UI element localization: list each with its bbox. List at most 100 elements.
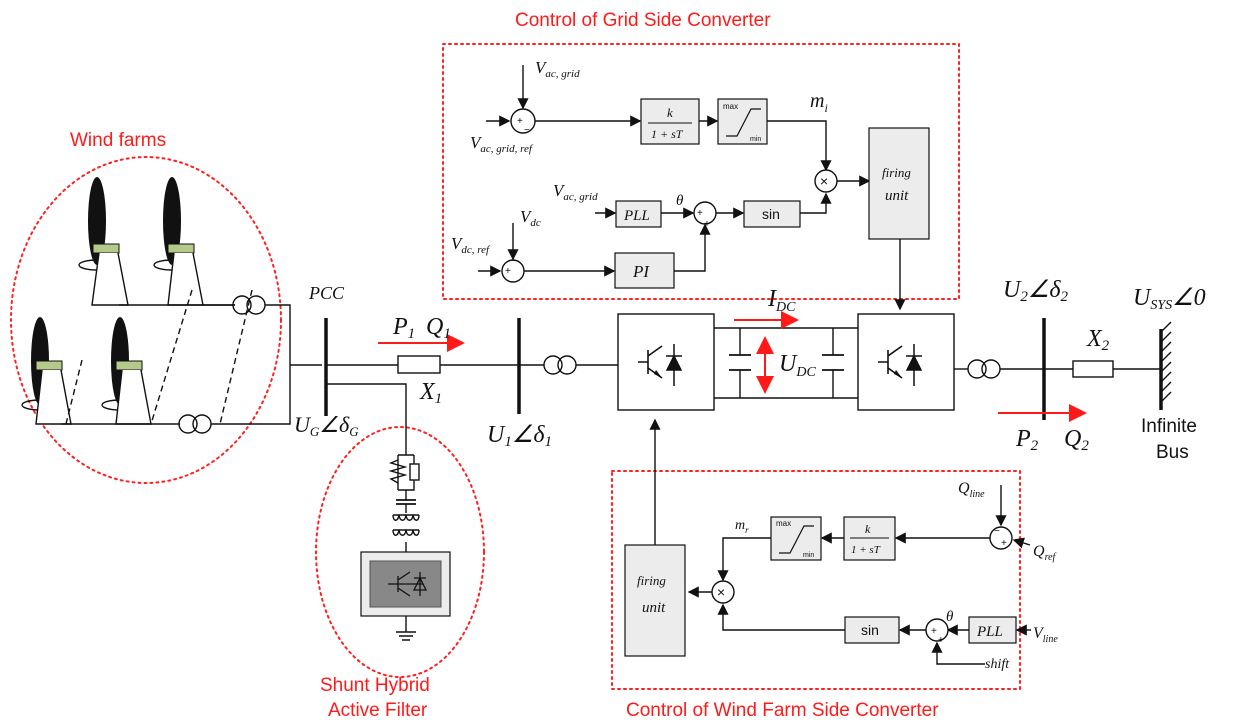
shunt-filter-title-1: Shunt Hybrid xyxy=(320,675,430,696)
multiply-sign-2: × xyxy=(717,584,725,600)
firing-unit-grid xyxy=(868,127,930,240)
q-ref-label: Qref xyxy=(1033,543,1057,563)
wind-turbine-icon xyxy=(78,177,129,306)
pcc-label: PCC xyxy=(308,283,345,303)
ground-icon xyxy=(396,631,416,641)
signal-line xyxy=(717,603,845,631)
theta-label-2: θ xyxy=(946,609,954,625)
v-ac-grid-label-2: Vac, grid xyxy=(553,181,598,203)
q-line-label: Qline xyxy=(958,480,985,500)
sin-block xyxy=(743,200,801,228)
capacitor-icon xyxy=(822,354,844,371)
igbt-icon xyxy=(638,344,683,386)
infinite-bus-label-2: Bus xyxy=(1156,442,1189,463)
minus-sign: − xyxy=(994,526,1000,537)
q1-label: Q1 xyxy=(426,314,451,342)
v-ac-grid-label: Vac, grid xyxy=(535,58,580,80)
plus-sign: + xyxy=(1001,538,1007,549)
capacitor-icon xyxy=(396,499,416,505)
minus-sign: − xyxy=(524,125,530,136)
multiply-sign: × xyxy=(820,173,828,189)
inductor-icon xyxy=(409,463,420,481)
x2-impedance xyxy=(1072,360,1114,378)
wind-turbine-icon xyxy=(153,177,204,306)
minus-sign: − xyxy=(512,256,518,267)
limiter-min: min xyxy=(750,136,761,143)
wind-control-title: Control of Wind Farm Side Converter xyxy=(626,700,939,721)
signal-line xyxy=(674,223,711,272)
v-ac-grid-ref-label: Vac, grid, ref xyxy=(470,133,534,155)
limiter-icon xyxy=(726,108,761,137)
sin-label-2: sin xyxy=(861,622,879,638)
ground-hatch-icon xyxy=(1160,321,1172,403)
farm-feeder xyxy=(211,304,291,425)
usys-label: USYS∠0 xyxy=(1133,285,1206,313)
transformer-icon xyxy=(543,355,577,375)
ug-label: UG∠δG xyxy=(294,412,359,439)
pll-block-2 xyxy=(968,616,1017,644)
signal-line xyxy=(800,192,832,214)
signal-line xyxy=(931,641,985,665)
p2-label: P2 xyxy=(1015,426,1039,454)
transformer-icon xyxy=(178,414,212,434)
firing-label-2: firing xyxy=(637,573,666,588)
firing-label: firing xyxy=(882,165,911,180)
plus-sign: + xyxy=(938,635,944,646)
wind-control-outline xyxy=(611,470,1021,690)
pi-block xyxy=(614,252,675,289)
grid-control-outline xyxy=(442,43,960,300)
capacitor-icon xyxy=(729,354,751,371)
filter-transformer-icon xyxy=(392,514,420,521)
shunt-filter-title-2: Active Filter xyxy=(328,700,428,721)
wind-turbine-icon xyxy=(101,317,152,425)
pll-label: PLL xyxy=(623,208,650,224)
x1-impedance xyxy=(397,355,441,374)
x2-label: X2 xyxy=(1086,326,1110,354)
igbt-icon xyxy=(878,344,923,386)
v-line-label: Vline xyxy=(1033,625,1058,645)
p1-label: P1 xyxy=(392,314,415,342)
grid-side-converter xyxy=(857,313,955,411)
shift-label: shift xyxy=(985,657,1010,672)
filter-feeder xyxy=(326,383,407,455)
unit-label: unit xyxy=(885,188,909,204)
limiter-max: max xyxy=(723,102,738,111)
signal-line xyxy=(717,537,771,582)
dashed-connection xyxy=(65,359,83,425)
wind-turbine-icon xyxy=(21,317,72,425)
transformer-icon xyxy=(967,359,1001,379)
signal-line xyxy=(767,120,832,172)
inverter-icon xyxy=(369,560,442,608)
udc-label: UDC xyxy=(779,351,816,380)
sin-label: sin xyxy=(762,206,780,222)
plus-sign: + xyxy=(697,208,703,219)
idc-label: IDC xyxy=(767,286,796,315)
wind-farms-title: Wind farms xyxy=(70,130,166,151)
mr-label: mr xyxy=(735,518,749,535)
filter-transformer-icon xyxy=(392,529,420,536)
limiter-max-2: max xyxy=(776,519,791,528)
firing-unit-wind xyxy=(624,544,686,657)
wind-side-converter xyxy=(617,313,715,411)
u2-label: U2∠δ2 xyxy=(1003,277,1069,305)
v-dc-ref-label: Vdc, ref xyxy=(451,234,491,256)
plus-sign: + xyxy=(931,626,937,637)
limiter-icon xyxy=(779,525,814,554)
igbt-icon xyxy=(388,571,428,597)
signal-line xyxy=(1012,537,1031,549)
shunt-filter-outline xyxy=(315,426,485,678)
mi-label: mi xyxy=(810,90,828,115)
tf-denominator: 1 + sT xyxy=(651,127,684,141)
pi-label: PI xyxy=(632,262,650,281)
plus-sign: + xyxy=(505,266,511,277)
dashed-connection xyxy=(219,289,253,425)
infinite-bus-label: Infinite xyxy=(1141,416,1197,437)
theta-label: θ xyxy=(676,193,684,209)
pll-label-2: PLL xyxy=(976,624,1003,640)
limiter-min-2: min xyxy=(803,552,814,559)
x1-label: X1 xyxy=(419,379,442,407)
filter-branch xyxy=(398,480,415,500)
tf-numerator-2: k xyxy=(865,522,871,536)
summing-junction xyxy=(925,618,949,642)
